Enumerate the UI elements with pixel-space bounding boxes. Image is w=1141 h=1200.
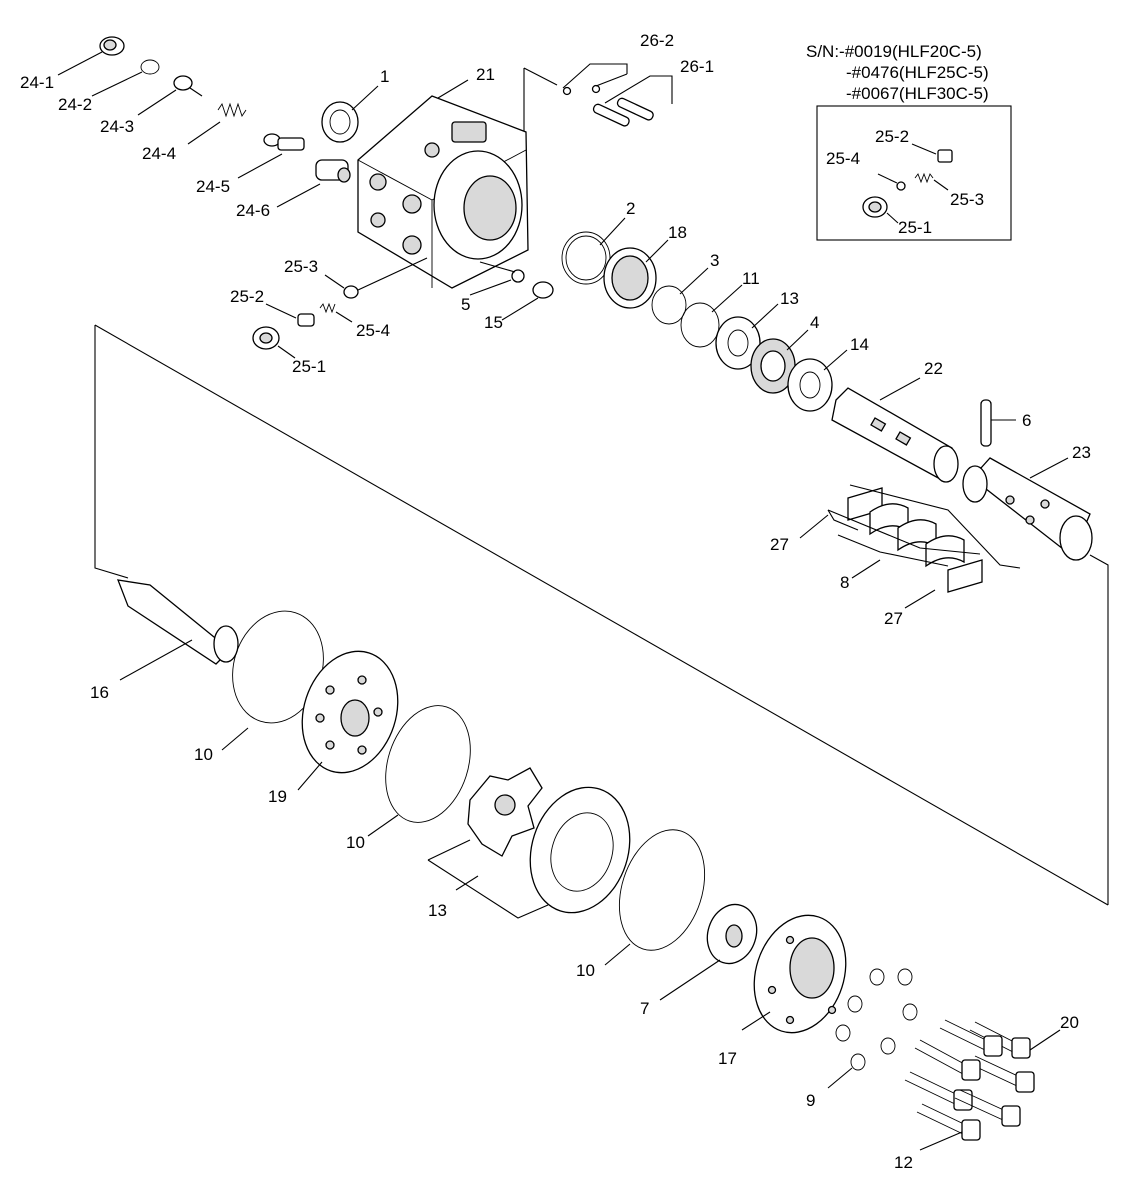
part-10-oring-b	[367, 705, 471, 837]
serial-line-2: -#0476(HLF25C-5)	[846, 63, 989, 82]
label-5: 5	[461, 295, 470, 314]
label-21: 21	[476, 65, 495, 84]
part-5-ball	[469, 261, 525, 296]
label-6: 6	[1022, 411, 1031, 430]
inset-bolt-25-2	[911, 143, 953, 163]
part-25-4-spring	[319, 302, 353, 323]
label-12: 12	[894, 1153, 913, 1172]
label-25-2: 25-2	[230, 287, 264, 306]
label-25-3: 25-3	[284, 257, 318, 276]
part-23-sleeve	[962, 457, 1093, 561]
part-14-washer	[787, 349, 848, 412]
bolt-1	[969, 1021, 1031, 1059]
label-26-2: 26-2	[640, 31, 674, 50]
part-17-end-cover	[741, 914, 847, 1034]
part-13-gerotor-ring	[427, 786, 631, 919]
label-10-a: 10	[194, 745, 213, 764]
part-24-6-sleeve	[276, 159, 351, 208]
part-7-spacer	[659, 903, 758, 1001]
label-24-4: 24-4	[142, 144, 176, 163]
serial-line-3: -#0067(HLF30C-5)	[846, 84, 989, 103]
label-inset-25-2: 25-2	[875, 127, 909, 146]
part-22-spool	[831, 377, 959, 483]
label-16: 16	[90, 683, 109, 702]
label-7: 7	[640, 999, 649, 1018]
label-17: 17	[718, 1049, 737, 1068]
assembly-frame	[94, 67, 1109, 906]
label-10-c: 10	[576, 961, 595, 980]
part-16-drive-shaft	[116, 579, 239, 681]
label-22: 22	[924, 359, 943, 378]
label-15: 15	[484, 313, 503, 332]
part-24-5-spool	[237, 133, 305, 179]
parts-27-8-springs	[799, 484, 1021, 609]
serial-number-note: S/N:-#0019(HLF20C-5) -#0476(HLF25C-5) -#…	[806, 42, 989, 103]
inset-box: 25-2 25-4 25-3 25-1	[816, 105, 1012, 241]
label-24-5: 24-5	[196, 177, 230, 196]
label-19: 19	[268, 787, 287, 806]
label-inset-25-1: 25-1	[898, 218, 932, 237]
part-25-1-plug	[252, 326, 296, 359]
part-24-2-oring	[91, 59, 160, 97]
part-13-washer	[715, 303, 779, 370]
label-13-bottom: 13	[428, 901, 447, 920]
label-25-4: 25-4	[356, 321, 390, 340]
label-inset-25-4: 25-4	[826, 149, 860, 168]
part-19-plate	[297, 650, 399, 791]
part-21-housing	[357, 79, 529, 289]
label-9: 9	[806, 1091, 815, 1110]
part-24-3-poppet	[137, 75, 203, 116]
label-23: 23	[1072, 443, 1091, 462]
label-14: 14	[850, 335, 869, 354]
label-25-1: 25-1	[292, 357, 326, 376]
bolt-2	[939, 1019, 1003, 1057]
label-24-1: 24-1	[20, 73, 54, 92]
label-1: 1	[380, 67, 389, 86]
part-11-ring	[680, 284, 743, 348]
label-3: 3	[710, 251, 719, 270]
label-27-upper: 27	[770, 535, 789, 554]
label-13-top: 13	[780, 289, 799, 308]
label-10-b: 10	[346, 833, 365, 852]
parts-20-12-bolts	[904, 1019, 1061, 1151]
bolt-5	[904, 1071, 973, 1111]
part-3-ring	[651, 267, 709, 325]
parts-9-washers	[827, 968, 918, 1089]
part-26-pins	[562, 63, 673, 127]
label-18: 18	[668, 223, 687, 242]
inset-plug-25-1	[862, 196, 899, 224]
part-15-plug	[501, 281, 554, 321]
inset-spring-25-3	[914, 172, 949, 191]
serial-line-1: S/N:-#0019(HLF20C-5)	[806, 42, 982, 61]
bolt-4	[914, 1039, 981, 1081]
part-25-3-spring-seat	[324, 257, 428, 299]
part-6-pin	[980, 399, 1016, 447]
label-2: 2	[626, 199, 635, 218]
bolt-6	[954, 1089, 1021, 1127]
part-24-4-spring	[187, 102, 247, 145]
part-13-gerotor-star	[467, 767, 543, 857]
label-24-6: 24-6	[236, 201, 270, 220]
part-18-bearing	[603, 239, 669, 309]
part-24-1-plug	[57, 36, 125, 76]
label-4: 4	[810, 313, 819, 332]
bolt-3	[969, 1055, 1035, 1093]
label-20: 20	[1060, 1013, 1079, 1032]
callout-labels: 24-1 24-2 24-3 24-4 24-5 24-6 1 21 26-2 …	[20, 31, 1091, 1172]
label-26-1: 26-1	[680, 57, 714, 76]
inset-ball-25-4	[877, 173, 906, 191]
label-11: 11	[742, 269, 760, 288]
part-10-oring-c	[604, 829, 706, 966]
label-27-lower: 27	[884, 609, 903, 628]
part-25-2-bolt	[265, 303, 315, 327]
part-1-seal	[321, 85, 379, 143]
label-24-3: 24-3	[100, 117, 134, 136]
bolt-7	[916, 1103, 981, 1141]
label-inset-25-3: 25-3	[950, 190, 984, 209]
label-8: 8	[840, 573, 849, 592]
label-24-2: 24-2	[58, 95, 92, 114]
part-4-thrust-bearing	[750, 329, 809, 394]
